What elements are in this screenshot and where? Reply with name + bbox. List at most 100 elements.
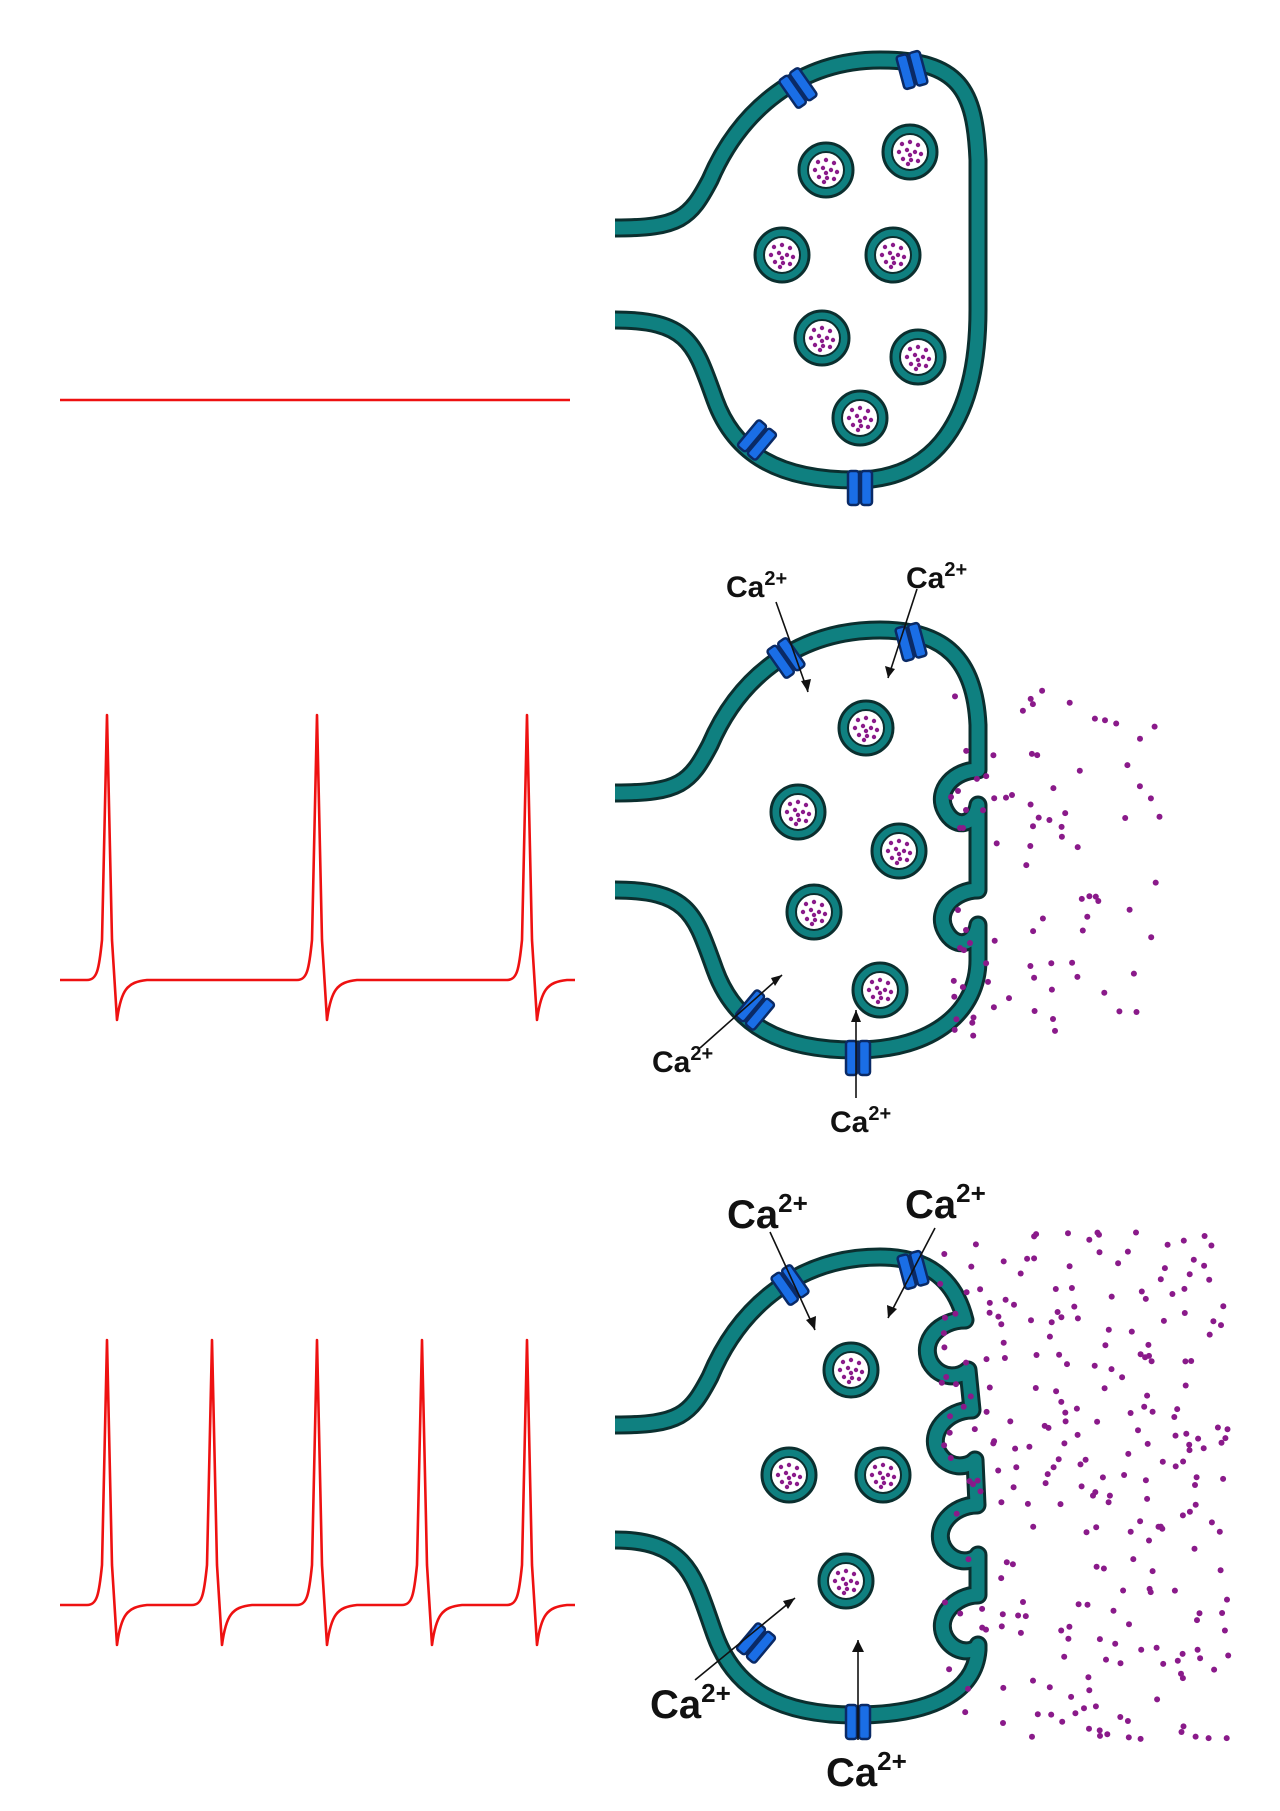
neurotransmitter-molecule xyxy=(1062,810,1069,817)
neurotransmitter-molecule xyxy=(1030,823,1036,830)
ca-label-top-right-high: Ca2+ xyxy=(905,1178,986,1227)
neurotransmitter-molecule xyxy=(1141,1403,1148,1410)
neurotransmitter-molecule xyxy=(969,1019,976,1026)
neurotransmitter-molecule xyxy=(1124,1718,1131,1724)
calcium-labels-low: Ca2+ Ca2+ Ca2+ Ca2+ xyxy=(652,559,967,1139)
neurotransmitter-molecule xyxy=(998,1575,1005,1582)
neurotransmitter-molecule xyxy=(1220,1475,1227,1482)
neurotransmitter-molecule xyxy=(1186,1271,1193,1278)
neurotransmitter-molecule xyxy=(1039,915,1046,922)
neurotransmitter-molecule xyxy=(1171,1587,1178,1594)
neurotransmitter-molecule xyxy=(1149,1568,1156,1575)
neurotransmitter-molecule xyxy=(1147,1589,1154,1596)
neurotransmitter-molecule xyxy=(1169,1291,1176,1297)
synaptic-vesicle xyxy=(851,961,909,1019)
neurotransmitter-molecule xyxy=(1105,1326,1112,1333)
neurotransmitter-molecule xyxy=(1074,1315,1081,1322)
neurotransmitter-molecule xyxy=(1211,1666,1218,1673)
neurotransmitter-molecule xyxy=(1048,1319,1055,1326)
neurotransmitter-molecule xyxy=(1137,1518,1144,1525)
neurotransmitter-molecule xyxy=(1000,1258,1007,1265)
neurotransmitter-molecule xyxy=(1013,1464,1020,1471)
released-neurotransmitter-low xyxy=(948,687,1163,1039)
ca-label-bottom-left: Ca2+ xyxy=(652,1043,713,1079)
neurotransmitter-molecule xyxy=(1201,1233,1208,1239)
synaptic-vesicle xyxy=(785,883,843,941)
neurotransmitter-molecule xyxy=(960,1403,967,1410)
neurotransmitter-molecule xyxy=(1069,959,1076,966)
neurotransmitter-molecule xyxy=(1054,1309,1061,1315)
neurotransmitter-molecule xyxy=(1224,1426,1231,1433)
neurotransmitter-molecule xyxy=(1031,974,1038,981)
neurotransmitter-molecule xyxy=(1055,1456,1062,1463)
synaptic-vesicle xyxy=(870,822,928,880)
neurotransmitter-molecule xyxy=(1046,817,1053,823)
neurotransmitter-molecule xyxy=(973,775,980,782)
neurotransmitter-molecule xyxy=(1091,715,1098,722)
neurotransmitter-molecule xyxy=(970,1014,977,1021)
neurotransmitter-molecule xyxy=(983,960,990,967)
neurotransmitter-molecule xyxy=(1154,1696,1161,1703)
neurotransmitter-molecule xyxy=(1112,1640,1119,1647)
neurotransmitter-molecule xyxy=(1110,1607,1117,1614)
neurotransmitter-molecule xyxy=(955,788,961,794)
synaptic-vesicle xyxy=(817,1552,875,1610)
neurotransmitter-molecule xyxy=(1136,783,1143,790)
neurotransmitter-molecule xyxy=(1074,973,1081,980)
neurotransmitter-molecule xyxy=(1179,1650,1186,1657)
neurotransmitter-molecule xyxy=(1056,1351,1063,1358)
neurotransmitter-molecule xyxy=(1196,1610,1203,1617)
neurotransmitter-molecule xyxy=(1024,1255,1031,1262)
neurotransmitter-molecule xyxy=(1000,1720,1006,1726)
neurotransmitter-molecule xyxy=(1186,1508,1193,1515)
neurotransmitter-molecule xyxy=(955,907,961,913)
neurotransmitter-molecule xyxy=(1048,1711,1055,1718)
neurotransmitter-molecule xyxy=(1068,1693,1075,1700)
neurotransmitter-molecule xyxy=(1086,1236,1093,1243)
neurotransmitter-molecule xyxy=(1148,1358,1155,1365)
neurotransmitter-molecule xyxy=(1193,1474,1200,1481)
neurotransmitter-molecule xyxy=(1030,1677,1036,1684)
neurotransmitter-molecule xyxy=(1058,823,1065,830)
neurotransmitter-molecule xyxy=(1157,1276,1164,1283)
neurotransmitter-molecule xyxy=(1026,1443,1033,1450)
neurotransmitter-molecule xyxy=(977,1286,984,1293)
neurotransmitter-molecule xyxy=(1137,1351,1144,1358)
neurotransmitter-molecule xyxy=(1137,735,1143,742)
neurotransmitter-molecule xyxy=(1050,1016,1056,1022)
neurotransmitter-molecule xyxy=(1195,1435,1202,1442)
neurotransmitter-molecule xyxy=(1221,1627,1228,1634)
neurotransmitter-molecule xyxy=(1058,1398,1065,1405)
neurotransmitter-molecule xyxy=(1077,1461,1084,1468)
neurotransmitter-molecule xyxy=(1104,1731,1111,1738)
neurotransmitter-molecule xyxy=(977,1488,984,1495)
neurotransmitter-molecule xyxy=(1156,813,1163,820)
neurotransmitter-molecule xyxy=(1152,879,1159,886)
neurotransmitter-molecule xyxy=(1222,1435,1229,1442)
neurotransmitter-molecule xyxy=(985,978,991,985)
neurotransmitter-molecule xyxy=(1206,1276,1213,1283)
neurotransmitter-molecule xyxy=(1127,1528,1134,1535)
neurotransmitter-molecule xyxy=(1028,750,1035,757)
neurotransmitter-molecule xyxy=(1124,1248,1131,1255)
neurotransmitter-molecule xyxy=(952,1310,959,1317)
neurotransmitter-molecule xyxy=(1015,1612,1022,1619)
synaptic-vesicle xyxy=(769,783,827,841)
neurotransmitter-molecule xyxy=(1095,898,1102,904)
neurotransmitter-molecule xyxy=(948,794,954,800)
neurotransmitter-molecule xyxy=(1217,1567,1224,1574)
neurotransmitter-molecule xyxy=(1058,833,1065,840)
synaptic-vesicle xyxy=(760,1446,818,1504)
neurotransmitter-molecule xyxy=(1225,1652,1232,1659)
neurotransmitter-molecule xyxy=(999,1611,1006,1618)
neurotransmitter-molecule xyxy=(1042,1480,1049,1487)
synaptic-vesicle xyxy=(889,328,947,386)
neurotransmitter-molecule xyxy=(998,1623,1005,1630)
neurotransmitter-molecule xyxy=(1003,1559,1010,1566)
neurotransmitter-molecule xyxy=(1182,1382,1189,1389)
neurotransmitter-molecule xyxy=(1216,1528,1223,1535)
neurotransmitter-molecule xyxy=(1142,1354,1149,1361)
neurotransmitter-molecule xyxy=(1146,1537,1152,1544)
neurotransmitter-molecule xyxy=(1137,1735,1144,1742)
neurotransmitter-molecule xyxy=(968,1263,975,1270)
